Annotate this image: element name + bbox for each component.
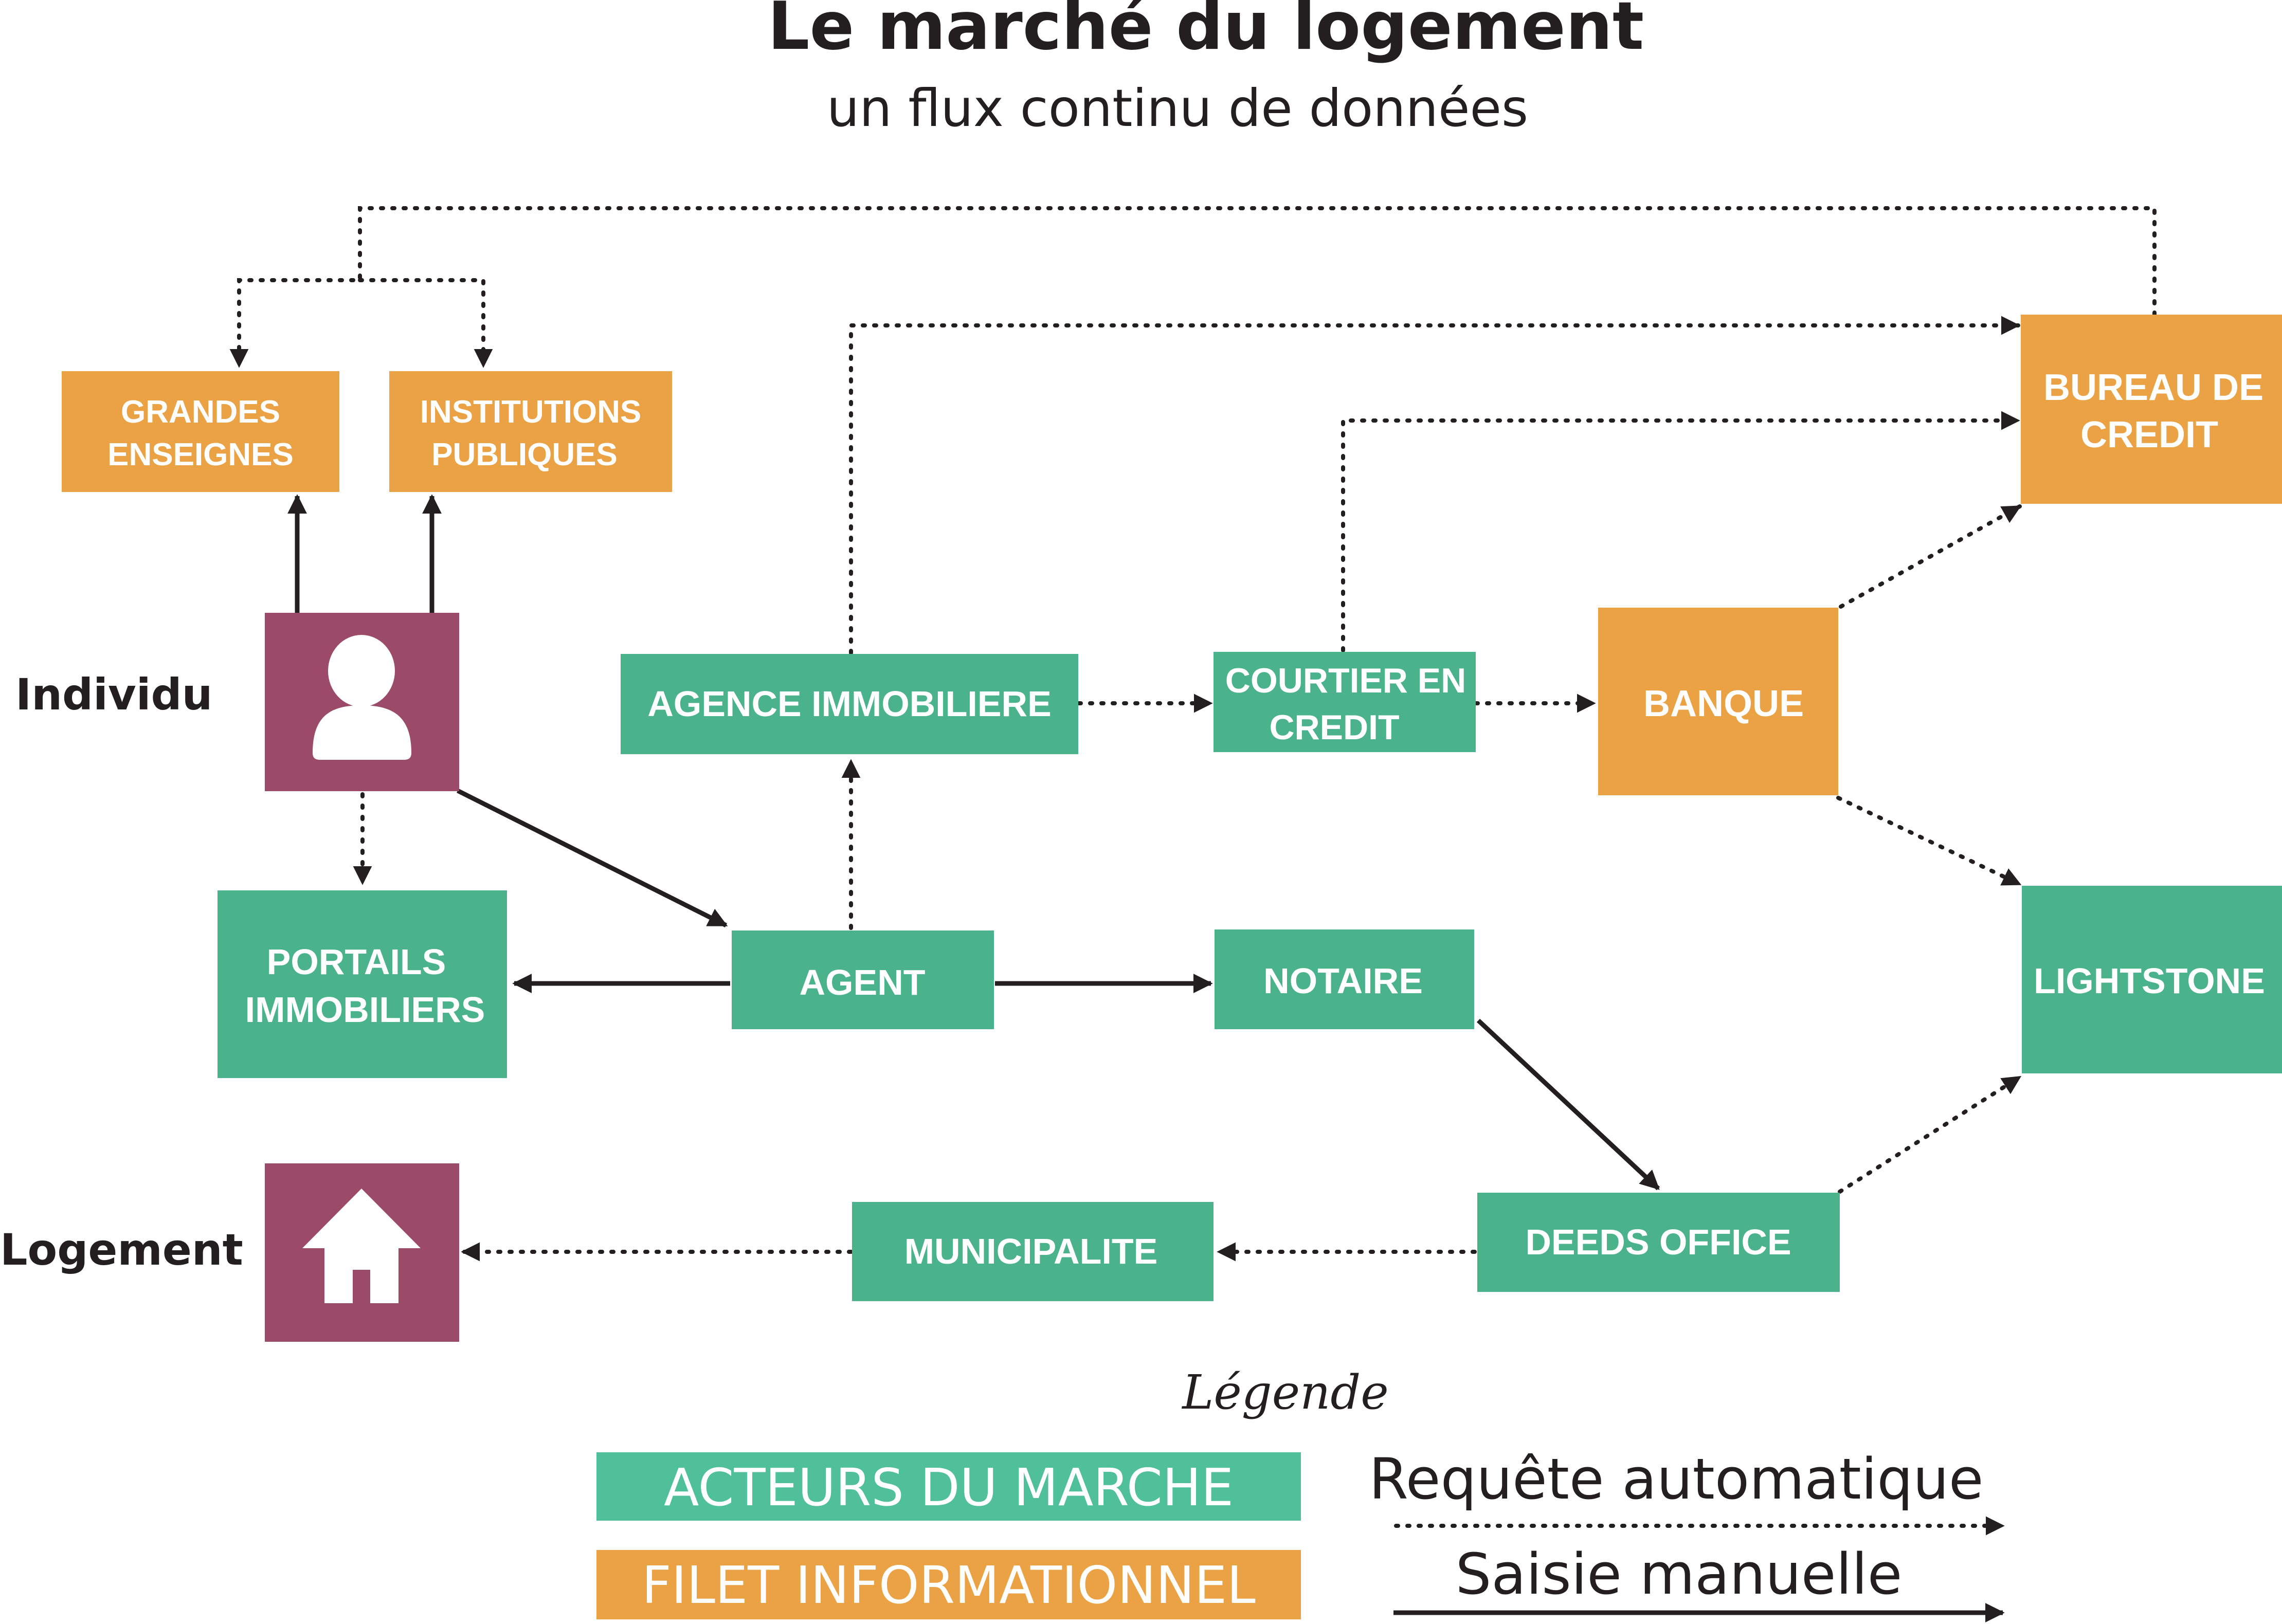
node-label-line: BUREAU DE [2043,367,2263,408]
node-grandes-enseignes: GRANDES ENSEIGNES [62,371,339,492]
node-label-line: ENSEIGNES [107,437,294,472]
edge-bureau-to-grandes-enseignes [229,206,2157,368]
edges [229,206,2157,1262]
node-label-line: CREDIT [1269,708,1399,747]
node-label-line: AGENCE IMMOBILIERE [647,684,1052,724]
edge-bureau-to-institutions [358,278,493,368]
edge-notaire-to-deeds [1476,1018,1660,1191]
legend-title: Légende [1181,1365,1388,1420]
node-lightstone: LIGHTSTONE [2022,886,2282,1073]
node-notaire: NOTAIRE [1215,929,1474,1029]
node-portails-immobiliers: PORTAILS IMMOBILIERS [218,890,507,1078]
node-label-line: PUBLIQUES [431,437,618,472]
node-bureau-de-credit: BUREAU DE CREDIT [2021,315,2282,504]
node-individu [265,613,459,791]
node-label-line: AGENT [800,962,926,1002]
node-label-line: LIGHTSTONE [2034,961,2265,1001]
node-label-line: COURTIER EN [1225,661,1466,700]
node-agent: AGENT [732,930,994,1029]
legend-actors-swatch [596,1452,1301,1521]
edge-courtier-to-bureau [1341,411,2020,652]
edge-agence-to-bureau [849,316,2020,655]
diagram-title: Le marché du logement [768,0,1644,65]
node-courtier-en-credit: COURTIER EN CREDIT [1214,652,1476,752]
node-label-line: BANQUE [1643,683,1804,724]
legend-actors-label: ACTEURS DU MARCHE [664,1457,1234,1518]
node-label-line: PORTAILS [267,942,446,982]
node-banque: BANQUE [1598,608,1838,795]
legend-manual-label: Saisie manuelle [1456,1541,1903,1607]
edge-banque-to-bureau [1839,504,2022,609]
node-municipalite: MUNICIPALITE [852,1202,1214,1301]
node-label-line: CREDIT [2080,414,2218,455]
node-label-line: DEEDS OFFICE [1525,1222,1791,1262]
house-icon [302,1189,421,1303]
edge-individu-to-agent [456,788,728,928]
node-label-line: GRANDES [121,394,280,430]
node-label-line: MUNICIPALITE [904,1231,1158,1271]
edge-deeds-to-lightstone [1838,1075,2022,1194]
diagram-subtitle: un flux continu de données [827,78,1528,138]
side-label-logement: Logement [0,1225,243,1275]
node-agence-immobiliere: AGENCE IMMOBILIERE [621,654,1078,754]
node-logement [265,1163,459,1342]
node-institutions-publiques: INSTITUTIONS PUBLIQUES [389,371,672,492]
legend-auto-label: Requête automatique [1369,1446,1983,1512]
edge-banque-to-lightstone [1836,796,2022,886]
side-label-individu: Individu [15,669,212,720]
legend: Légende ACTEURS DU MARCHE FILET INFORMAT… [596,1365,2005,1622]
legend-info-label: FILET INFORMATIONNEL [642,1555,1256,1615]
person-icon [313,635,411,760]
node-label-line: IMMOBILIERS [245,990,485,1030]
node-label-line: NOTAIRE [1263,961,1423,1001]
legend-info-swatch [596,1550,1301,1619]
node-deeds-office: DEEDS OFFICE [1477,1193,1840,1292]
node-label-line: INSTITUTIONS [420,394,642,430]
